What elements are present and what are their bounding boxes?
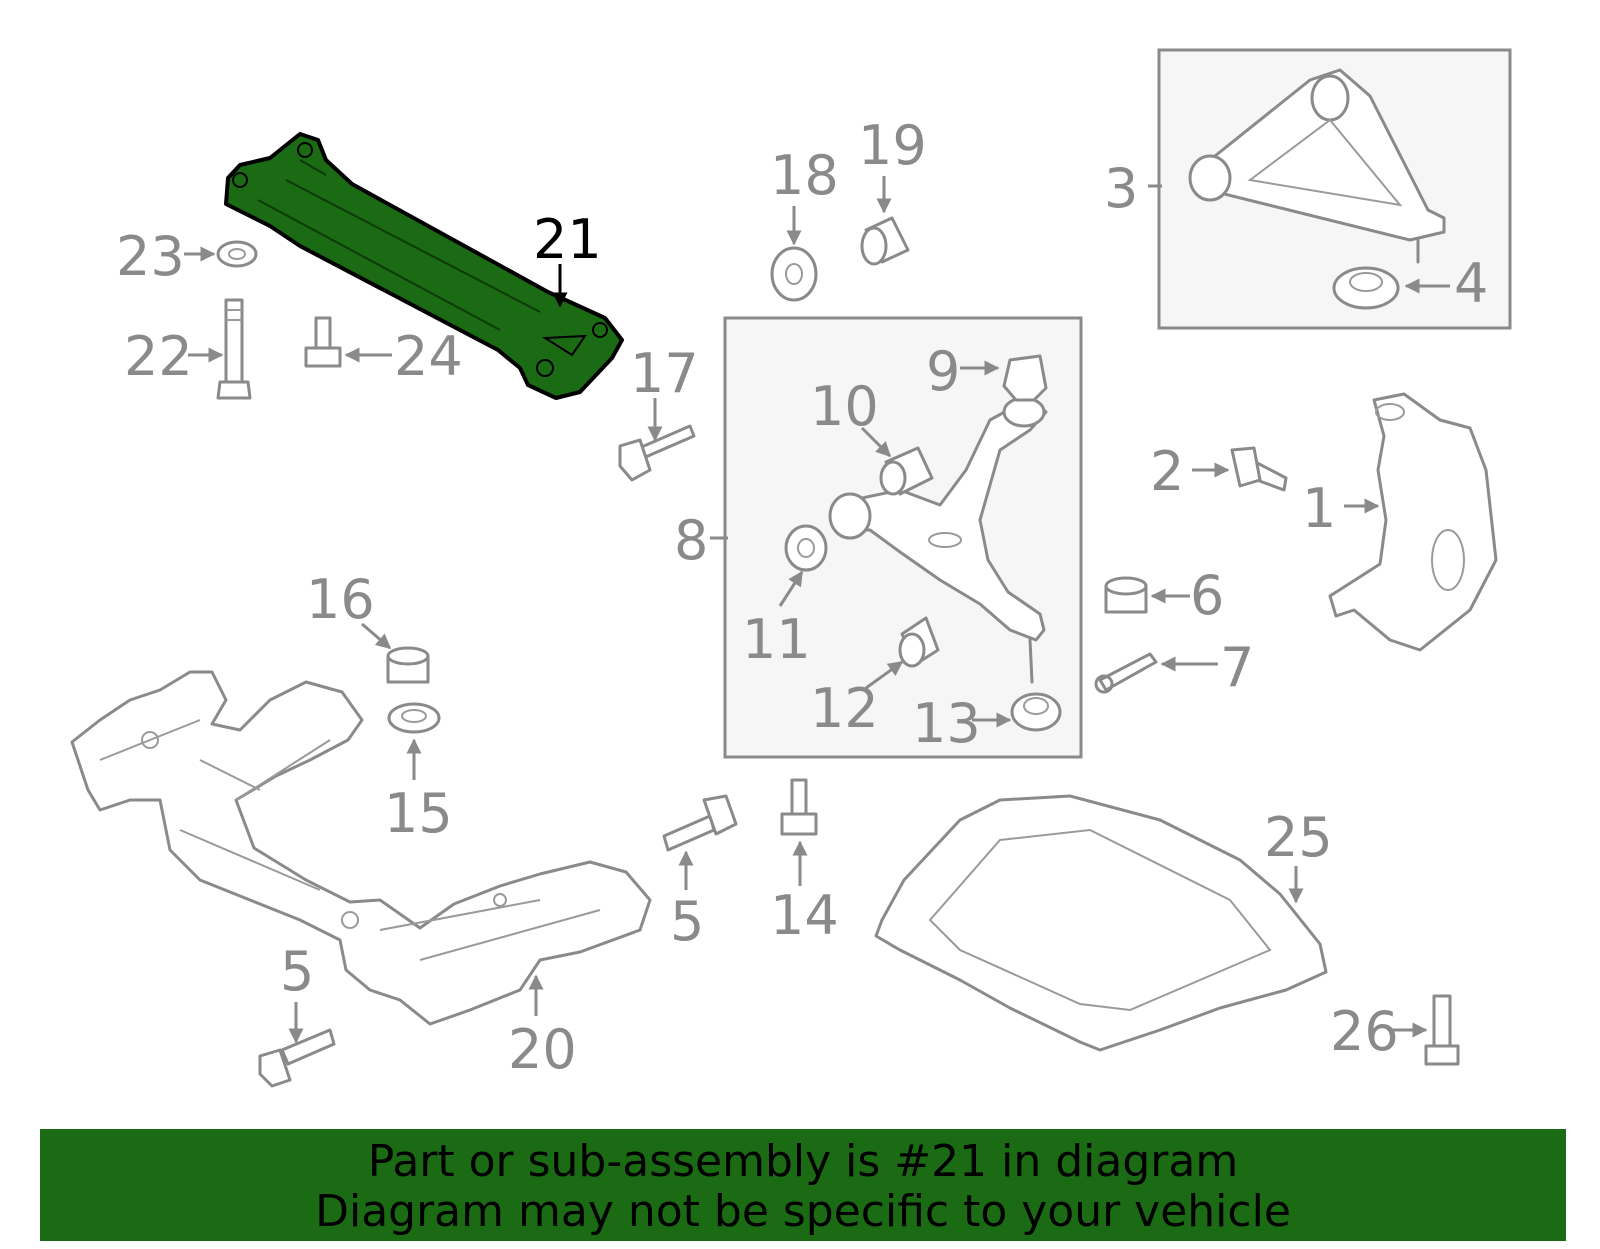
leader-11 [778,570,804,607]
callout-16[interactable]: 16 [306,568,375,631]
callout-6[interactable]: 6 [1190,564,1224,627]
callout-20[interactable]: 20 [508,1018,577,1081]
callout-21[interactable]: 21 [533,208,602,271]
callout-7[interactable]: 7 [1220,636,1254,699]
part-6-nut[interactable] [1104,576,1148,614]
part-8-lower-control-arm[interactable] [828,396,1048,684]
callout-12[interactable]: 12 [810,677,879,740]
part-22-bolt[interactable] [216,298,252,400]
part-16-nut[interactable] [386,646,430,684]
part-14-bolt[interactable] [780,778,818,836]
callout-15[interactable]: 15 [384,782,453,845]
callout-26[interactable]: 26 [1330,1000,1399,1063]
callout-10[interactable]: 10 [810,375,879,438]
callout-5-left[interactable]: 5 [280,940,314,1003]
part-13-boot[interactable] [1010,692,1062,732]
part-25-splash-shield[interactable] [874,794,1328,1052]
callout-22[interactable]: 22 [124,325,193,388]
part-24-bolt[interactable] [304,316,342,368]
callout-13[interactable]: 13 [912,692,981,755]
part-9-ball-joint[interactable] [1002,354,1048,402]
callout-23[interactable]: 23 [116,225,185,288]
callout-19[interactable]: 19 [858,114,927,177]
callout-1[interactable]: 1 [1302,477,1336,540]
banner-line-1: Part or sub-assembly is #21 in diagram [367,1136,1239,1187]
part-5-bolt-center[interactable] [662,794,738,852]
callout-8[interactable]: 8 [674,509,708,572]
part-11-washer[interactable] [784,524,828,572]
part-17-bolt[interactable] [618,424,696,482]
part-19-bushing[interactable] [860,216,910,266]
part-23-washer[interactable] [216,240,258,268]
part-10-bushing[interactable] [879,446,934,496]
part-21-crossmember[interactable] [224,132,624,400]
part-1-steering-knuckle[interactable] [1328,392,1498,652]
callout-11[interactable]: 11 [742,608,811,671]
callout-25[interactable]: 25 [1264,806,1333,869]
callout-9[interactable]: 9 [926,340,960,403]
info-banner: Part or sub-assembly is #21 in diagram D… [40,1129,1566,1241]
callout-17[interactable]: 17 [630,342,699,405]
part-12-bushing[interactable] [898,616,940,668]
part-7-cotter-pin[interactable] [1094,652,1158,694]
callout-24[interactable]: 24 [394,325,463,388]
part-15-washer[interactable] [387,702,441,734]
callout-4[interactable]: 4 [1454,252,1488,315]
part-5-bolt-left[interactable] [258,1028,336,1088]
banner-line-2: Diagram may not be specific to your vehi… [315,1186,1291,1237]
part-2-bolt[interactable] [1230,446,1288,492]
leader-12 [865,660,904,690]
part-3-upper-arm[interactable] [1188,68,1446,264]
callout-2[interactable]: 2 [1150,440,1184,503]
part-20-subframe[interactable] [70,670,652,1026]
callout-5-center[interactable]: 5 [670,890,704,953]
leader-10 [860,426,892,458]
part-18-washer[interactable] [770,246,818,302]
leader-16 [361,622,392,650]
callout-14[interactable]: 14 [770,884,839,947]
callout-3[interactable]: 3 [1104,157,1138,220]
part-4-dust-boot[interactable] [1332,266,1400,310]
part-26-bolt[interactable] [1424,994,1460,1066]
callout-18[interactable]: 18 [770,144,839,207]
